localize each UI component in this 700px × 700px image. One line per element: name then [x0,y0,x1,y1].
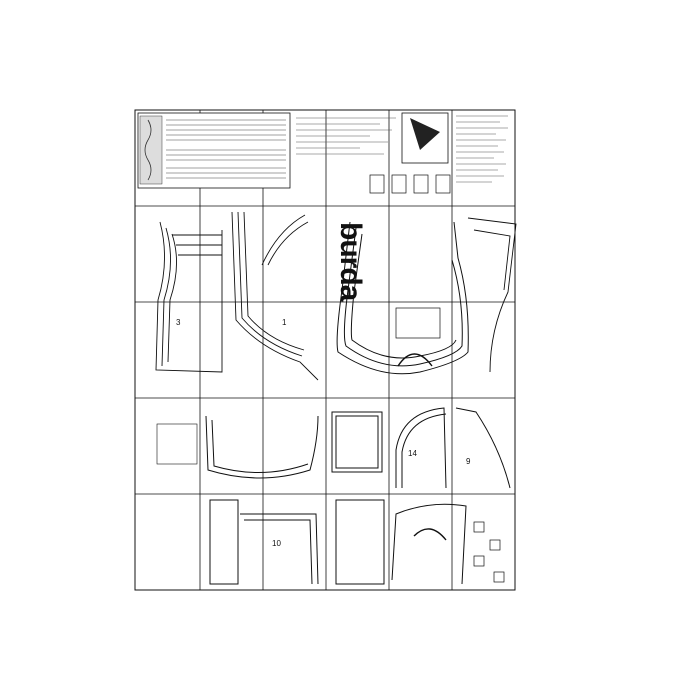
piece-number-1: 1 [282,318,287,327]
pattern-piece-bottom-2 [335,499,385,585]
brand-logo: burda [334,222,367,301]
piece-number-9: 9 [466,457,471,466]
photo-illustration [401,112,449,164]
pattern-piece-back [336,221,469,375]
instruction-column-right [456,115,508,183]
pattern-piece-rect [331,411,383,473]
piece-number-3: 3 [176,318,181,327]
pattern-piece-bottom-3 [391,503,467,585]
size-chart-block [137,112,291,189]
piece-number-10: 10 [272,539,281,548]
pattern-piece-bottom-1 [209,499,319,585]
legend-symbols [473,521,505,583]
pattern-piece-front [155,221,223,373]
sheet-border [134,109,516,591]
sheet-grid [135,110,515,590]
pattern-piece-side [231,211,319,381]
table-grid [156,423,198,465]
pattern-piece-collar [467,217,517,373]
pattern-piece-pocket [205,415,319,479]
instruction-text-block [296,117,396,155]
assembly-diagrams [369,174,451,194]
piece-number-14: 14 [408,449,417,458]
pattern-piece-curve-right [395,407,511,489]
